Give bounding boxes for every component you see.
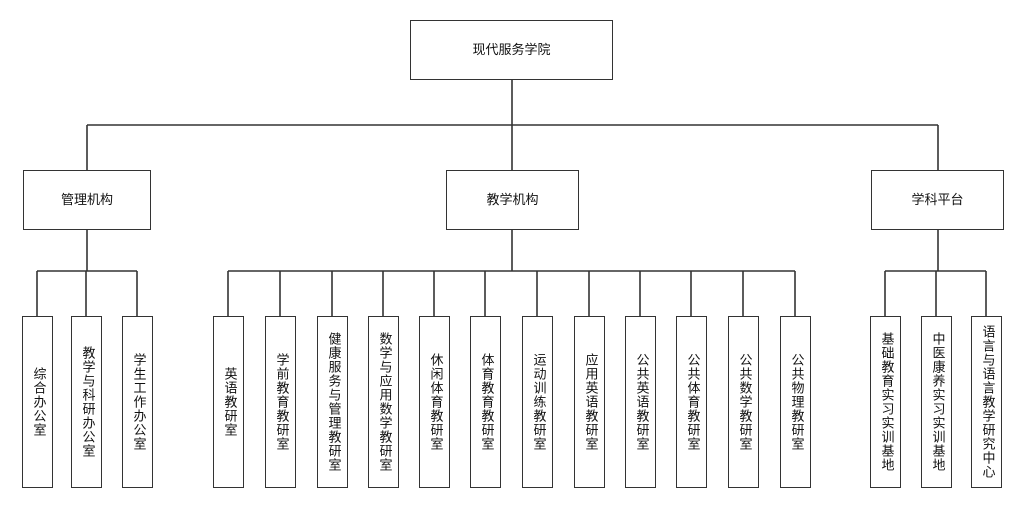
root-node: 现代服务学院 <box>410 20 613 80</box>
leaf-node: 体育教育教研室 <box>470 316 501 488</box>
leaf-node: 公共英语教研室 <box>625 316 656 488</box>
leaf-node: 公共数学教研室 <box>728 316 759 488</box>
leaf-node: 应用英语教研室 <box>574 316 605 488</box>
leaf-label: 中医康养实习实训基地 <box>929 332 945 472</box>
leaf-node: 休闲体育教研室 <box>419 316 450 488</box>
leaf-label: 应用英语教研室 <box>582 353 598 451</box>
leaf-node: 健康服务与管理教研室 <box>317 316 348 488</box>
leaf-node: 运动训练教研室 <box>522 316 553 488</box>
leaf-label: 体育教育教研室 <box>478 353 494 451</box>
leaf-label: 公共英语教研室 <box>633 353 649 451</box>
leaf-node: 数学与应用数学教研室 <box>368 316 399 488</box>
leaf-label: 学生工作办公室 <box>130 353 146 451</box>
branch-label: 学科平台 <box>911 192 964 208</box>
leaf-node: 语言与语言教学研究中心 <box>971 316 1002 488</box>
leaf-label: 健康服务与管理教研室 <box>325 332 341 472</box>
leaf-node: 基础教育实习实训基地 <box>870 316 901 488</box>
leaf-label: 学前教育教研室 <box>273 353 289 451</box>
leaf-label: 语言与语言教学研究中心 <box>979 325 995 479</box>
leaf-node: 公共物理教研室 <box>780 316 811 488</box>
leaf-label: 教学与科研办公室 <box>79 346 95 458</box>
leaf-node: 英语教研室 <box>213 316 244 488</box>
leaf-node: 综合办公室 <box>22 316 53 488</box>
leaf-node: 教学与科研办公室 <box>71 316 102 488</box>
leaf-node: 学生工作办公室 <box>122 316 153 488</box>
leaf-label: 运动训练教研室 <box>530 353 546 451</box>
branch-node-teaching: 教学机构 <box>446 170 579 230</box>
root-label: 现代服务学院 <box>472 42 551 58</box>
branch-label: 教学机构 <box>486 192 539 208</box>
leaf-label: 公共物理教研室 <box>788 353 804 451</box>
leaf-node: 公共体育教研室 <box>676 316 707 488</box>
leaf-label: 基础教育实习实训基地 <box>878 332 894 472</box>
leaf-label: 休闲体育教研室 <box>427 353 443 451</box>
leaf-label: 英语教研室 <box>221 367 237 437</box>
leaf-label: 数学与应用数学教研室 <box>376 332 392 472</box>
branch-label: 管理机构 <box>60 192 113 208</box>
leaf-label: 公共体育教研室 <box>684 353 700 451</box>
leaf-node: 中医康养实习实训基地 <box>921 316 952 488</box>
leaf-label: 综合办公室 <box>30 367 46 437</box>
branch-node-management: 管理机构 <box>23 170 151 230</box>
leaf-label: 公共数学教研室 <box>736 353 752 451</box>
branch-node-platform: 学科平台 <box>871 170 1004 230</box>
leaf-node: 学前教育教研室 <box>265 316 296 488</box>
